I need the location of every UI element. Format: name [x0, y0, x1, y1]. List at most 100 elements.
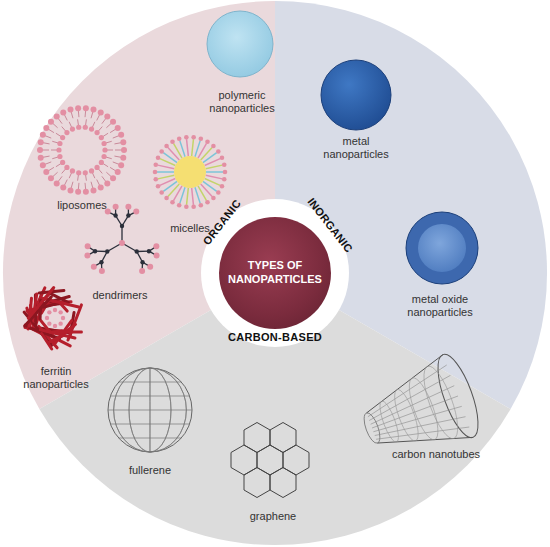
stroke: [120, 139, 126, 145]
stroke: [48, 129, 54, 133]
nanotube-drawing: [361, 350, 486, 445]
stroke: [40, 132, 46, 138]
stroke: [68, 107, 74, 113]
stroke: [90, 107, 96, 113]
stroke: [98, 109, 104, 115]
stroke: [78, 183, 80, 190]
stroke: [119, 438, 182, 439]
stroke: [187, 139, 189, 156]
stroke: [102, 118, 106, 124]
stroke: [62, 127, 66, 132]
stroke: [114, 143, 121, 144]
stroke: [157, 171, 174, 173]
stroke: [153, 177, 158, 182]
stroke: [60, 160, 65, 165]
stroke: [38, 155, 44, 161]
stroke: [83, 125, 88, 130]
stroke: [180, 141, 185, 157]
stroke: [56, 147, 61, 152]
stroke: [110, 175, 116, 181]
item-label: carbon nanotubes: [381, 448, 491, 461]
stroke: [48, 167, 54, 171]
stroke: [94, 165, 99, 170]
item-label: micelles: [145, 222, 235, 235]
stroke: [220, 155, 225, 160]
stroke: [177, 136, 182, 141]
stroke: [106, 157, 112, 159]
stroke: [211, 196, 216, 201]
stroke: [113, 213, 117, 217]
stroke: [28, 288, 53, 319]
stroke: [191, 205, 196, 210]
stroke: [103, 133, 108, 136]
item-label: metal nanoparticles: [314, 135, 398, 160]
stroke: [211, 144, 216, 149]
stroke: [110, 396, 189, 397]
stroke: [47, 321, 51, 325]
stroke: [52, 123, 57, 128]
stroke: [83, 189, 89, 195]
stroke: [75, 189, 81, 195]
stroke: [64, 180, 67, 186]
stroke: [99, 160, 104, 165]
micelle-drawing: [153, 135, 228, 209]
stroke: [187, 188, 189, 205]
stroke: [222, 162, 227, 167]
stroke: [244, 423, 270, 453]
metal-oxide-core: [418, 224, 466, 272]
stroke: [45, 162, 52, 165]
stroke: [77, 119, 79, 125]
stroke: [139, 268, 145, 274]
stroke: [205, 159, 221, 166]
stroke: [170, 200, 175, 205]
stroke: [97, 114, 100, 120]
metal-oxide-shell: [406, 212, 478, 284]
stroke: [110, 119, 116, 125]
stroke: [206, 165, 223, 169]
stroke: [54, 113, 60, 119]
stroke: [99, 260, 103, 264]
stroke: [37, 147, 43, 153]
stroke: [206, 175, 223, 179]
stroke: [160, 179, 176, 186]
stroke: [270, 468, 296, 498]
item-label: polymeric nanoparticles: [200, 89, 284, 114]
stroke: [58, 321, 62, 325]
stroke: [119, 240, 125, 246]
stroke: [58, 176, 62, 182]
stroke: [113, 162, 120, 165]
micelle-core: [174, 156, 206, 188]
stroke: [60, 185, 66, 191]
stroke: [164, 144, 169, 149]
stroke: [52, 172, 57, 177]
stroke: [101, 141, 106, 146]
stroke: [133, 209, 139, 215]
stroke: [57, 141, 62, 146]
graphene-drawing: [231, 423, 309, 498]
stroke: [108, 368, 192, 452]
stroke: [153, 162, 158, 167]
stroke: [107, 150, 113, 151]
stroke: [53, 308, 57, 312]
stroke: [231, 445, 257, 475]
stroke: [114, 156, 121, 157]
stroke: [97, 180, 100, 186]
stroke: [120, 224, 124, 228]
stroke: [147, 264, 153, 270]
stroke: [368, 365, 447, 417]
stroke: [104, 181, 110, 187]
stroke: [110, 129, 116, 133]
stroke: [84, 253, 90, 259]
stroke: [158, 175, 175, 179]
liposome-drawing: [37, 105, 127, 195]
stroke: [417, 362, 464, 442]
stroke: [71, 182, 73, 189]
stroke: [89, 126, 94, 131]
stroke: [43, 143, 50, 144]
stroke: [102, 147, 107, 152]
stroke: [147, 249, 151, 253]
stroke: [375, 417, 466, 436]
stroke: [43, 169, 49, 175]
stroke: [216, 149, 221, 154]
stroke: [69, 122, 71, 127]
